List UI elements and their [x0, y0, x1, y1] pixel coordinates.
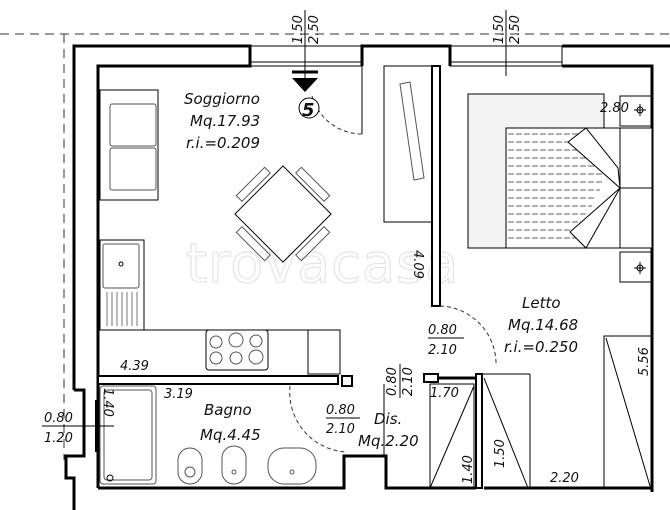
- room-bagno: Bagno Mq.4.45: [200, 401, 261, 444]
- dim-window-bagno: 0.80 1.20: [42, 411, 114, 446]
- dim-window-top-left-a: 1.50: [291, 15, 306, 44]
- room-area: Mq.17.93: [190, 112, 260, 130]
- watermark: trovacasa: [186, 232, 459, 295]
- section-marker-5: 5: [292, 10, 507, 121]
- dining-table-icon: [234, 165, 332, 263]
- interior-walls: [97, 65, 531, 489]
- bidet-icon: [221, 445, 247, 485]
- room-soggiorno: Soggiorno Mq.17.93 r.i.=0.209: [184, 90, 260, 152]
- closet-icon: [429, 377, 529, 489]
- room-name: Letto: [522, 294, 561, 312]
- dim-door-bagno: 0.80 2.10: [326, 403, 360, 437]
- svg-text:0.80: 0.80: [385, 367, 400, 396]
- dim-wall-height: 4.09: [410, 250, 425, 279]
- dim-bagno-tub: 1.40: [100, 388, 115, 417]
- dim-letto-height: 5.56: [637, 347, 652, 376]
- dim-closet-depth: 1.40: [461, 455, 476, 484]
- dim-door-dis: 0.80 2.10: [385, 364, 416, 398]
- dim-window-top-right-a: 1.50: [492, 15, 507, 44]
- svg-text:0.80: 0.80: [326, 403, 355, 418]
- kitchen-sink: [99, 239, 145, 331]
- sofa-icon: [99, 89, 159, 201]
- dim-letto-width: 2.80: [600, 101, 629, 116]
- room-ri: r.i.=0.209: [186, 134, 260, 152]
- svg-text:2.10: 2.10: [401, 367, 416, 396]
- room-dis: Dis. Mq.2.20: [358, 410, 419, 450]
- toilet-icon: [177, 447, 203, 485]
- dim-closet-width: 1.70: [430, 386, 459, 401]
- svg-text:1.20: 1.20: [44, 431, 73, 446]
- svg-text:0.80: 0.80: [44, 411, 73, 426]
- bed-icon: [467, 93, 653, 283]
- room-name: Bagno: [204, 401, 252, 419]
- room-name: Soggiorno: [184, 90, 260, 108]
- dim-bagno-width: 3.19: [164, 387, 193, 402]
- room-letto: Letto Mq.14.68 r.i.=0.250: [504, 294, 578, 356]
- nightstand-bottom: [619, 251, 653, 283]
- stove-icon: [205, 329, 269, 371]
- room-area: Mq.14.68: [508, 316, 578, 334]
- room-area: Mq.4.45: [200, 426, 261, 444]
- washbasin-icon: [267, 447, 317, 485]
- dim-door-letto: 0.80 2.10: [428, 323, 464, 358]
- dim-window-top-left-b: 2.50: [307, 15, 322, 44]
- svg-text:2.10: 2.10: [428, 343, 457, 358]
- tv-unit-icon: [383, 65, 433, 223]
- svg-text:2.10: 2.10: [326, 422, 355, 437]
- room-ri: r.i.=0.250: [504, 338, 578, 356]
- property-boundary: [0, 33, 670, 460]
- wardrobe-icon: [603, 335, 653, 489]
- marker-label: 5: [302, 100, 315, 121]
- bathtub-icon: [99, 385, 157, 485]
- room-area: Mq.2.20: [358, 432, 419, 450]
- dim-window-top-right-b: 2.50: [508, 15, 523, 44]
- room-name: Dis.: [374, 410, 402, 428]
- kitchen-counter: [99, 239, 341, 375]
- svg-text:0.80: 0.80: [428, 323, 457, 338]
- nightstand-top: [619, 95, 653, 127]
- dim-wardrobe-depth: 1.50: [493, 439, 508, 468]
- dim-soggiorno-width: 4.39: [120, 359, 149, 374]
- dim-letto-bottom: 2.20: [550, 471, 579, 486]
